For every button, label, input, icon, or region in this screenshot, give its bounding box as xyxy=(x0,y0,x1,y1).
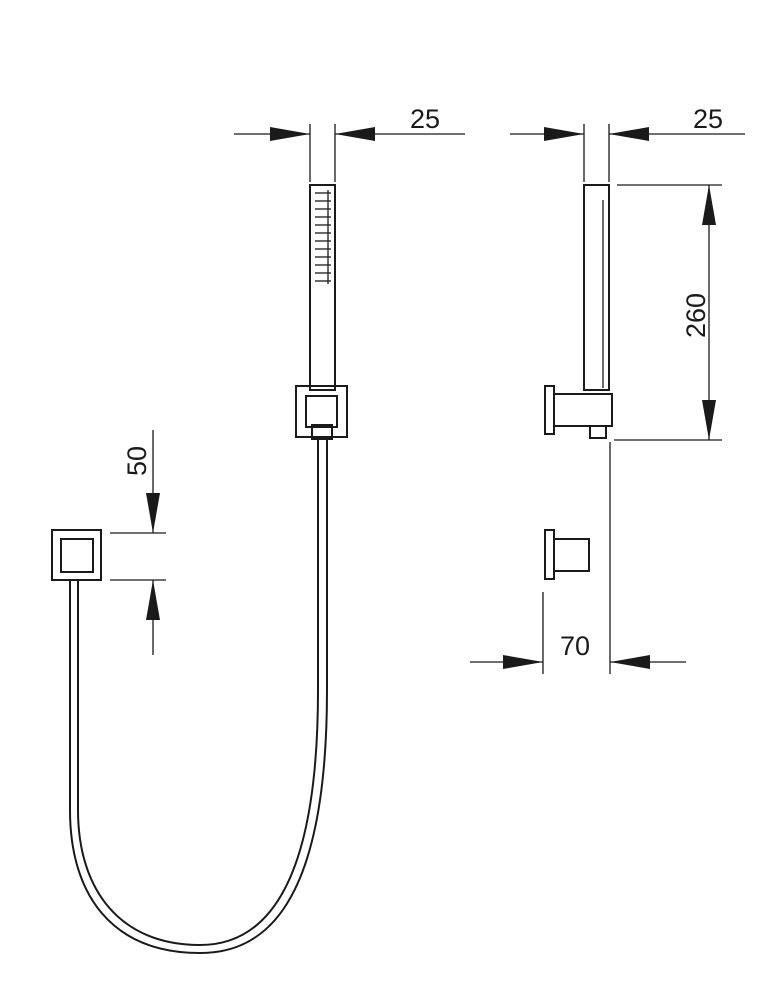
dimension-label-front-width: 25 xyxy=(410,104,440,134)
dimension-arrow-head xyxy=(146,493,160,533)
dimension-arrow-head xyxy=(335,127,375,141)
dimension-arrow-head xyxy=(702,185,716,225)
dimension-outlet-size: 50 xyxy=(110,430,166,655)
dimension-label-outlet-size: 50 xyxy=(122,446,152,476)
dimension-arrow-head xyxy=(610,655,650,669)
dimension-label-head-length: 260 xyxy=(681,293,711,338)
side-wall-outlet xyxy=(544,529,590,580)
front-wall-bracket xyxy=(295,385,348,440)
dimension-front-head-width: 25 xyxy=(234,104,465,182)
dimension-arrow-head xyxy=(702,400,716,440)
side-wall-bracket xyxy=(544,385,613,439)
dimension-projection: 70 xyxy=(470,442,686,674)
dimension-side-head-width: 25 xyxy=(510,104,745,182)
front-view: 25 50 xyxy=(51,104,465,955)
dimension-head-length: 260 xyxy=(614,184,722,441)
dimension-arrow-head xyxy=(544,127,584,141)
dimension-arrow-head xyxy=(270,127,310,141)
dimension-arrow-head xyxy=(503,655,543,669)
front-wall-outlet xyxy=(51,529,102,581)
front-hand-shower-head xyxy=(309,184,336,391)
dimension-arrow-head xyxy=(609,127,649,141)
front-shower-hose xyxy=(69,439,328,955)
dimension-label-projection: 70 xyxy=(560,631,590,661)
dimension-arrow-head xyxy=(146,580,160,620)
dimension-label-side-width: 25 xyxy=(693,104,723,134)
spray-nozzle-slots xyxy=(315,190,331,284)
side-view: 25 260 70 xyxy=(470,104,745,674)
side-hand-shower-head xyxy=(583,184,610,391)
